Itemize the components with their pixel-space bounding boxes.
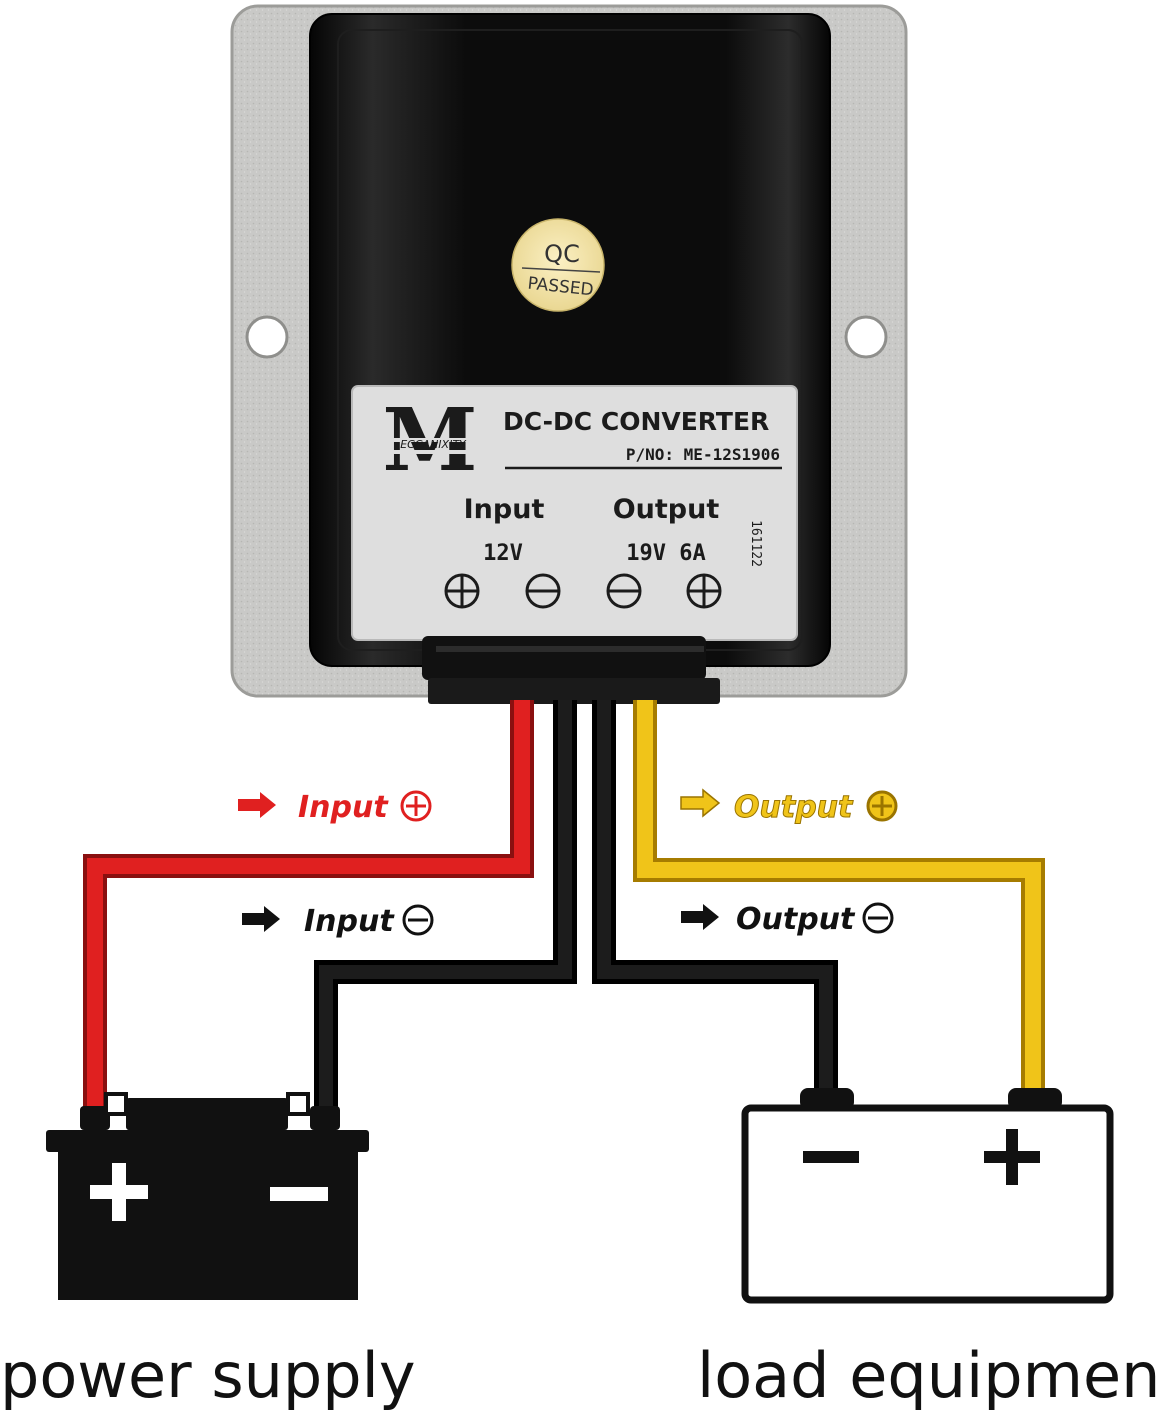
terminal-output-minus-symbol bbox=[606, 573, 642, 609]
converter-housing: QC PASSED M ECCANIXITY DC-DC CONVERTER P… bbox=[230, 4, 908, 704]
battery-top-plate bbox=[46, 1130, 369, 1152]
wires bbox=[83, 700, 1045, 1115]
circled-plus-icon bbox=[866, 790, 898, 822]
mounting-hole-right bbox=[844, 315, 888, 359]
output-value: 19V 6A bbox=[626, 541, 705, 566]
arrow-right-icon bbox=[238, 792, 276, 818]
load-equipment-caption: load equipment bbox=[697, 1339, 1161, 1412]
qc-text: QC bbox=[544, 240, 580, 268]
brand-logo: M ECCANIXITY bbox=[382, 390, 477, 491]
terminal-input-plus-symbol bbox=[444, 573, 480, 609]
arrow-right-icon bbox=[680, 788, 721, 818]
battery-icon bbox=[46, 1092, 369, 1300]
label-output-positive: Output bbox=[734, 790, 854, 825]
terminal-input-minus-symbol bbox=[525, 573, 561, 609]
terminal-output-plus-symbol bbox=[686, 573, 722, 609]
load-equipment-icon bbox=[741, 1088, 1114, 1304]
product-title: DC-DC CONVERTER bbox=[503, 407, 769, 436]
mounting-hole-left bbox=[245, 315, 289, 359]
circled-plus-icon bbox=[400, 790, 432, 822]
wire-label-output-positive: Output bbox=[680, 788, 898, 826]
circled-minus-icon bbox=[402, 904, 434, 936]
battery-cap bbox=[126, 1098, 288, 1130]
power-supply-caption: power supply bbox=[0, 1339, 416, 1412]
input-value: 12V bbox=[483, 541, 523, 566]
wire-label-output-negative: Output bbox=[681, 902, 894, 937]
label-input-negative: Input bbox=[304, 904, 395, 939]
circled-minus-icon bbox=[862, 902, 894, 934]
battery-minus-sign bbox=[270, 1187, 328, 1201]
output-heading: Output bbox=[613, 494, 720, 525]
arrow-right-icon bbox=[681, 904, 719, 930]
label-output-negative: Output bbox=[736, 902, 856, 937]
wire-label-input-positive: Input bbox=[238, 790, 432, 825]
input-heading: Input bbox=[464, 494, 545, 525]
load-body bbox=[741, 1104, 1114, 1304]
load-minus-sign bbox=[803, 1151, 859, 1163]
spec-label: M ECCANIXITY DC-DC CONVERTER P/NO: ME-12… bbox=[351, 385, 798, 641]
battery-terminal-negative bbox=[310, 1106, 340, 1130]
label-input-positive: Input bbox=[298, 790, 389, 825]
cable-grommet bbox=[422, 636, 720, 704]
wire-label-input-negative: Input bbox=[242, 904, 434, 939]
arrow-right-icon bbox=[242, 906, 280, 932]
logo-wordmark: ECCANIXITY bbox=[400, 438, 467, 451]
part-number: P/NO: ME-12S1906 bbox=[626, 445, 780, 464]
batch-code: 161122 bbox=[748, 520, 763, 567]
battery-terminal-positive bbox=[80, 1106, 110, 1130]
battery-body bbox=[58, 1148, 358, 1300]
qc-passed-sticker: QC PASSED bbox=[511, 218, 605, 312]
